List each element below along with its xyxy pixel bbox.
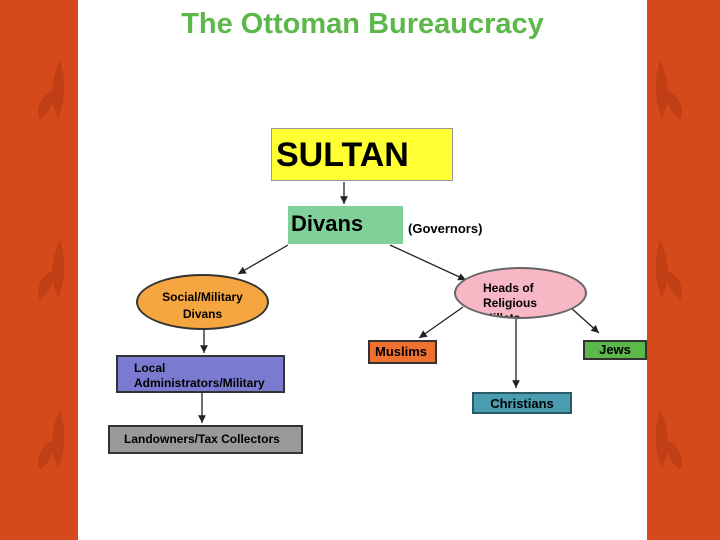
slide-content: The Ottoman Bureaucracy SULTAN Divans (G… xyxy=(78,0,647,540)
page-title: The Ottoman Bureaucracy xyxy=(181,8,544,40)
heads-line-1: Heads of xyxy=(483,281,534,295)
arrow-heads-jews xyxy=(569,306,600,334)
arrow-divans-social xyxy=(237,244,289,275)
social-military-line-1: Social/Military xyxy=(162,290,243,304)
leaf-ornament-icon xyxy=(655,60,682,470)
heads-religious-millets-ellipse: Heads of Religious Millets xyxy=(454,267,587,319)
right-border-decoration xyxy=(647,0,720,540)
social-military-divans-ellipse: Social/Military Divans xyxy=(136,274,269,330)
heads-line-2: Religious xyxy=(483,296,538,310)
heads-line-3: Millets xyxy=(483,311,521,319)
christians-box: Christians xyxy=(472,392,572,414)
social-military-line-2: Divans xyxy=(182,307,223,321)
connector-arrows xyxy=(198,182,600,423)
governors-label: (Governors) xyxy=(408,221,483,236)
arrow-heads-muslims xyxy=(418,306,464,339)
landowners-box: Landowners/Tax Collectors xyxy=(108,425,303,454)
local-administrators-box: Local Administrators/Military xyxy=(116,355,285,393)
local-line-2: Administrators/Military xyxy=(134,376,265,390)
jews-box: Jews xyxy=(583,340,647,360)
sultan-box: SULTAN xyxy=(271,128,453,181)
leaf-ornament-icon xyxy=(38,60,65,470)
arrow-divans-heads xyxy=(389,244,467,281)
divans-box: Divans xyxy=(288,206,403,244)
muslims-box: Muslims xyxy=(368,340,437,364)
local-line-1: Local xyxy=(134,361,166,375)
left-border-decoration xyxy=(0,0,78,540)
